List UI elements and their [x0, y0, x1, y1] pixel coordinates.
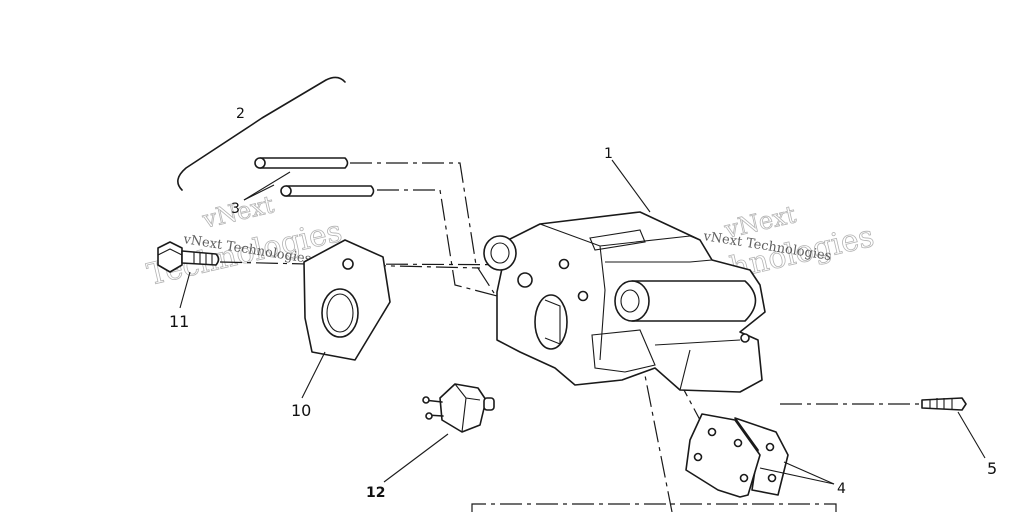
- callout-2: 2: [236, 106, 245, 122]
- pin-upper: [254, 157, 349, 169]
- callout-4: 4: [837, 481, 846, 497]
- brake-pads-part-4: [685, 413, 789, 498]
- callout-10: 10: [291, 401, 311, 420]
- pin-lower: [280, 185, 375, 197]
- bleeder-screw-part-5: [921, 397, 967, 411]
- bolt-part-11: [157, 241, 220, 273]
- callout-5: 5: [987, 459, 997, 478]
- switch-part-12: [422, 383, 495, 433]
- leader-lines: [179, 159, 986, 485]
- callout-12: 12: [366, 485, 385, 501]
- callout-labels: 1 2 3 4 5 10 11 12: [169, 106, 997, 501]
- callout-11: 11: [169, 312, 189, 331]
- caliper-body-part-1: [483, 211, 766, 393]
- mounting-plate-part-10: [303, 239, 391, 361]
- callout-3: 3: [231, 201, 240, 217]
- bracket-part-2: [177, 76, 346, 191]
- callout-1: 1: [604, 146, 613, 162]
